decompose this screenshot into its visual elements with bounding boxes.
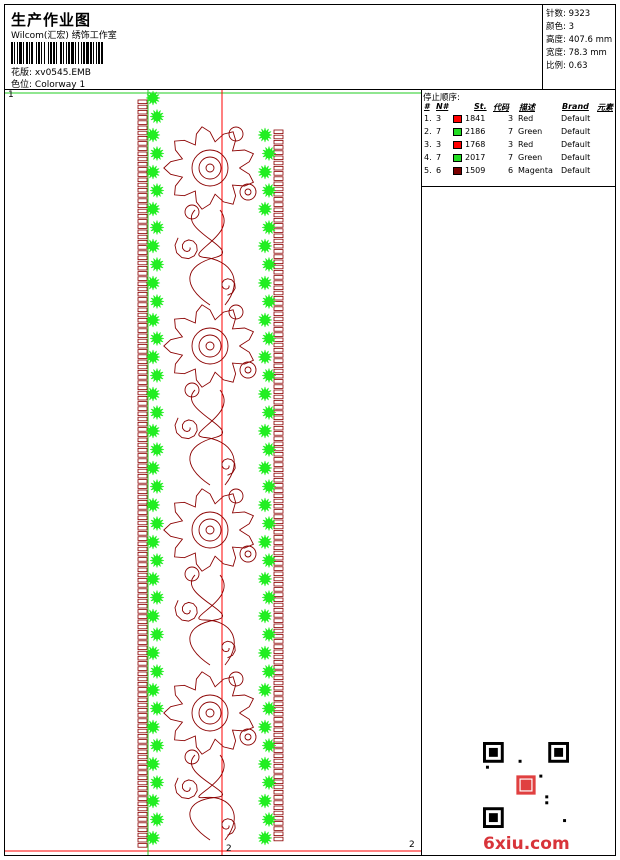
stitch-cell: 2186: [465, 127, 486, 136]
stitch-cell: 1768: [465, 140, 486, 149]
site-logo: 6xiu.com: [483, 834, 570, 854]
qr-code: [483, 742, 569, 828]
color-count: 颜色: 3: [546, 22, 574, 32]
stitch-cell: 2017: [465, 153, 486, 162]
color-swatch: [453, 167, 462, 175]
table-row: 2. 7 2186 7 Green Default: [422, 127, 615, 139]
design-width: 宽度: 78.3 mm: [546, 48, 607, 58]
design-value: xv0545.EMB: [34, 68, 91, 78]
design-scale: 比例: 0.63: [546, 61, 588, 71]
table-header: # N# St. 代码 描述 Brand 元素: [422, 102, 615, 114]
header-bottom-rule: [5, 89, 615, 90]
code-cell: 7: [508, 127, 514, 136]
desc-cell: Magenta: [518, 166, 553, 175]
production-worksheet: 生产作业图 Wilcom(汇宏) 绣饰工作室 花版: xv0545.EMB 色位…: [4, 4, 616, 856]
seq-cell: 3.: [424, 140, 432, 149]
color-swatch: [453, 115, 462, 123]
table-row: 1. 3 1841 3 Red Default: [422, 114, 615, 126]
table-row: 5. 6 1509 6 Magenta Default: [422, 166, 615, 178]
desc-cell: Red: [518, 140, 534, 149]
table-rule: [422, 186, 615, 187]
colorway-line: 色位: Colorway 1: [11, 77, 85, 90]
color-swatch: [453, 128, 462, 136]
design-file-line: 花版: xv0545.EMB: [11, 65, 91, 78]
seq-cell: 5.: [424, 166, 432, 175]
stitch-count: 针数: 9323: [546, 9, 591, 19]
col-desc: 描述: [519, 103, 535, 112]
col-code: 代码: [493, 103, 509, 112]
stop-sequence-title: 停止顺序:: [423, 93, 460, 103]
desc-cell: Red: [518, 114, 534, 123]
page-title: 生产作业图: [11, 11, 92, 29]
seq-cell: 4.: [424, 153, 432, 162]
table-row: 4. 7 2017 7 Green Default: [422, 153, 615, 165]
code-cell: 7: [508, 153, 514, 162]
needle-cell: 7: [436, 127, 442, 136]
studio-subtitle: Wilcom(汇宏) 绣饰工作室: [11, 31, 117, 41]
header-divider: [542, 5, 543, 89]
brand-cell: Default: [561, 153, 591, 162]
stitch-cell: 1509: [465, 166, 486, 175]
desc-cell: Green: [518, 127, 543, 136]
needle-cell: 3: [436, 140, 442, 149]
col-brand: Brand: [562, 102, 589, 111]
brand-cell: Default: [561, 127, 591, 136]
col-stitches: St.: [474, 102, 487, 111]
color-swatch: [453, 154, 462, 162]
embroidery-design: [5, 90, 421, 855]
needle-cell: 3: [436, 114, 442, 123]
design-preview: 1 2 2: [5, 90, 422, 855]
colorway-value: Colorway 1: [34, 80, 86, 90]
code-cell: 6: [508, 166, 514, 175]
seq-cell: 2.: [424, 127, 432, 136]
code-cell: 3: [508, 140, 514, 149]
needle-cell: 6: [436, 166, 442, 175]
seq-cell: 1.: [424, 114, 432, 123]
needle-cell: 7: [436, 153, 442, 162]
design-height: 高度: 407.6 mm: [546, 35, 613, 45]
brand-cell: Default: [561, 114, 591, 123]
table-row: 3. 3 1768 3 Red Default: [422, 140, 615, 152]
corner-marker: 2: [409, 840, 415, 850]
code-cell: 3: [508, 114, 514, 123]
barcode-graphic: [11, 42, 103, 64]
stitch-cell: 1841: [465, 114, 486, 123]
col-element: 元素: [597, 103, 613, 112]
colorway-label: 色位:: [11, 80, 33, 90]
brand-cell: Default: [561, 166, 591, 175]
col-needle: N#: [436, 102, 449, 111]
design-label: 花版:: [11, 68, 33, 78]
col-seq: #: [424, 102, 430, 111]
brand-cell: Default: [561, 140, 591, 149]
start-marker: 1: [8, 90, 14, 100]
desc-cell: Green: [518, 153, 543, 162]
color-swatch: [453, 141, 462, 149]
end-marker: 2: [226, 844, 232, 854]
